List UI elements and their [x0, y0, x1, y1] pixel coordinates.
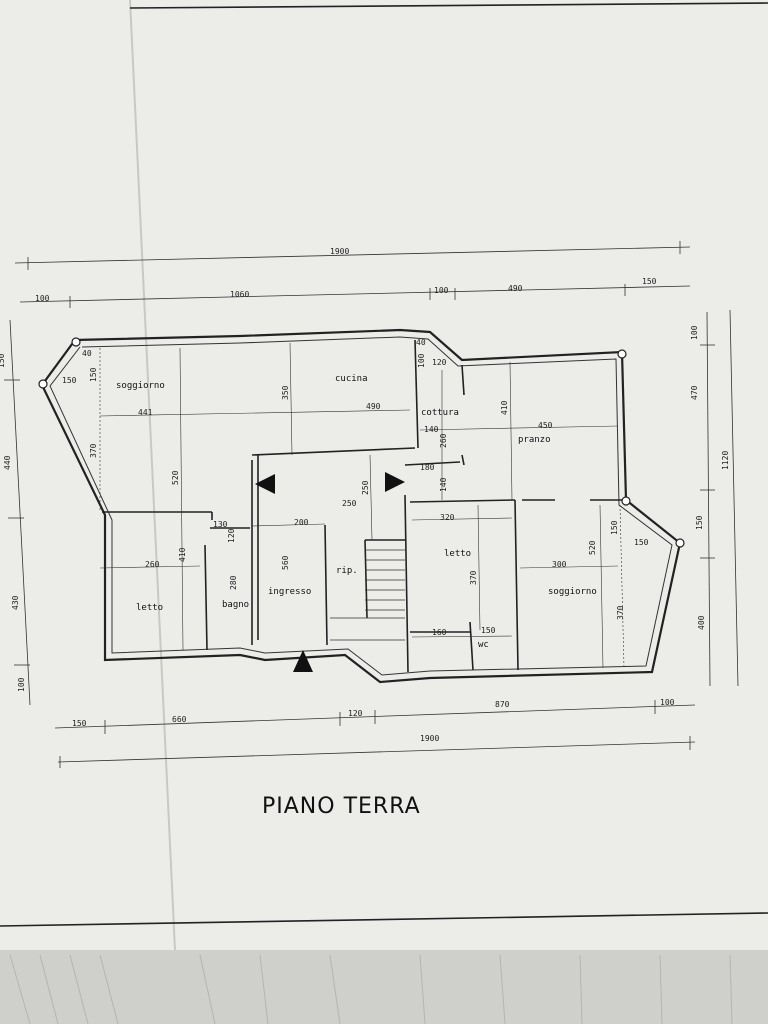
- dim-150-b: 150: [89, 367, 98, 382]
- dim-top-100-left: 100: [35, 294, 50, 303]
- dim-40-a: 40: [82, 349, 92, 358]
- room-label-letto-mid: letto: [444, 549, 471, 559]
- dim-410-a: 410: [500, 400, 509, 415]
- room-label-ingresso: ingresso: [268, 587, 311, 597]
- dim-320: 320: [440, 513, 455, 522]
- plan-title: PIANO TERRA: [262, 794, 421, 819]
- exterior-walls: [40, 328, 682, 684]
- paper-fold: [129, 0, 176, 951]
- entrance-arrow-left: [255, 474, 275, 494]
- dim-370-left: 370: [89, 443, 98, 458]
- dim-line-top-partial: [19, 285, 691, 303]
- room-label-letto-left: letto: [136, 603, 163, 613]
- dim-180: 180: [420, 463, 435, 472]
- dim-left-440: 440: [3, 455, 12, 470]
- dim-right-470: 470: [690, 385, 699, 400]
- dim-top-100-mid: 100: [434, 286, 449, 295]
- room-label-bagno: bagno: [222, 600, 249, 610]
- dim-250-b: 250: [361, 480, 370, 495]
- dim-100-c: 100: [417, 353, 426, 368]
- dim-left-100: 100: [17, 677, 26, 692]
- dim-bot-870: 870: [495, 700, 510, 709]
- dim-left-430: 430: [11, 595, 20, 610]
- dim-150-c: 150: [481, 626, 496, 635]
- entrance-arrow-bottom: [293, 650, 313, 672]
- dim-bot-660: 660: [172, 715, 187, 724]
- dim-bot-120: 120: [348, 709, 363, 718]
- dim-560: 560: [281, 555, 290, 570]
- dim-top-1060: 1060: [230, 290, 249, 299]
- dim-line-bottom-total: [57, 741, 696, 763]
- dim-520-left: 520: [171, 470, 180, 485]
- dim-200: 200: [294, 518, 309, 527]
- room-label-cucina: cucina: [335, 374, 368, 384]
- room-label-rip: rip.: [336, 566, 358, 576]
- dim-top-490: 490: [508, 284, 523, 293]
- entrance-arrow-right: [385, 472, 405, 492]
- dim-370-mid: 370: [469, 570, 478, 585]
- columns: [38, 337, 685, 548]
- dim-top-150: 150: [642, 277, 657, 286]
- room-label-soggiorno-left: soggiorno: [116, 381, 165, 391]
- room-label-pranzo: pranzo: [518, 435, 551, 445]
- dim-260: 260: [439, 433, 448, 448]
- dim-370-right: 370: [616, 605, 625, 620]
- dim-right-150: 150: [695, 515, 704, 530]
- dim-250: 250: [342, 499, 357, 508]
- room-label-cottura: cottura: [421, 408, 459, 418]
- dim-line-right-total: [729, 309, 739, 687]
- dim-bot-100: 100: [660, 698, 675, 707]
- room-label-soggiorno-right: soggiorno: [548, 587, 597, 597]
- dim-right-400: 400: [697, 615, 706, 630]
- dim-300: 300: [552, 560, 567, 569]
- dim-350: 350: [281, 385, 290, 400]
- dim-right-100: 100: [690, 325, 699, 340]
- frame-top: [129, 2, 768, 9]
- dim-right-1120: 1120: [721, 451, 730, 470]
- paper-sheet: [0, 0, 768, 962]
- dim-150-d: 150: [610, 520, 619, 535]
- frame-bottom: [0, 912, 768, 927]
- staircase: [330, 549, 405, 641]
- dim-line-top-total: [14, 246, 691, 264]
- room-label-wc: wc: [478, 640, 489, 650]
- dim-150-e: 150: [634, 538, 649, 547]
- dim-450: 450: [538, 421, 553, 430]
- dim-160: 160: [432, 628, 447, 637]
- dim-410-b: 410: [178, 547, 187, 562]
- dim-140-a: 140: [424, 425, 439, 434]
- dim-150-a: 150: [62, 376, 77, 385]
- dim-140-b: 140: [439, 477, 448, 492]
- dim-280: 280: [229, 575, 238, 590]
- dim-40-b: 40: [416, 338, 426, 347]
- dim-260-b: 260: [145, 560, 160, 569]
- interior-walls: [102, 339, 622, 673]
- dim-line-left: [9, 319, 31, 706]
- dim-left-150: 150: [0, 353, 6, 368]
- dim-120-a: 120: [432, 358, 447, 367]
- dim-490: 490: [366, 402, 381, 411]
- dim-130: 130: [213, 520, 228, 529]
- dim-bot-total: 1900: [420, 734, 439, 743]
- fabric-background: [0, 950, 768, 1024]
- dim-120-b: 120: [227, 528, 236, 543]
- dim-line-right-partial: [706, 311, 711, 687]
- dim-441: 441: [138, 408, 153, 417]
- dim-520-right: 520: [588, 540, 597, 555]
- dim-bot-150: 150: [72, 719, 87, 728]
- dim-top-total: 1900: [330, 247, 349, 256]
